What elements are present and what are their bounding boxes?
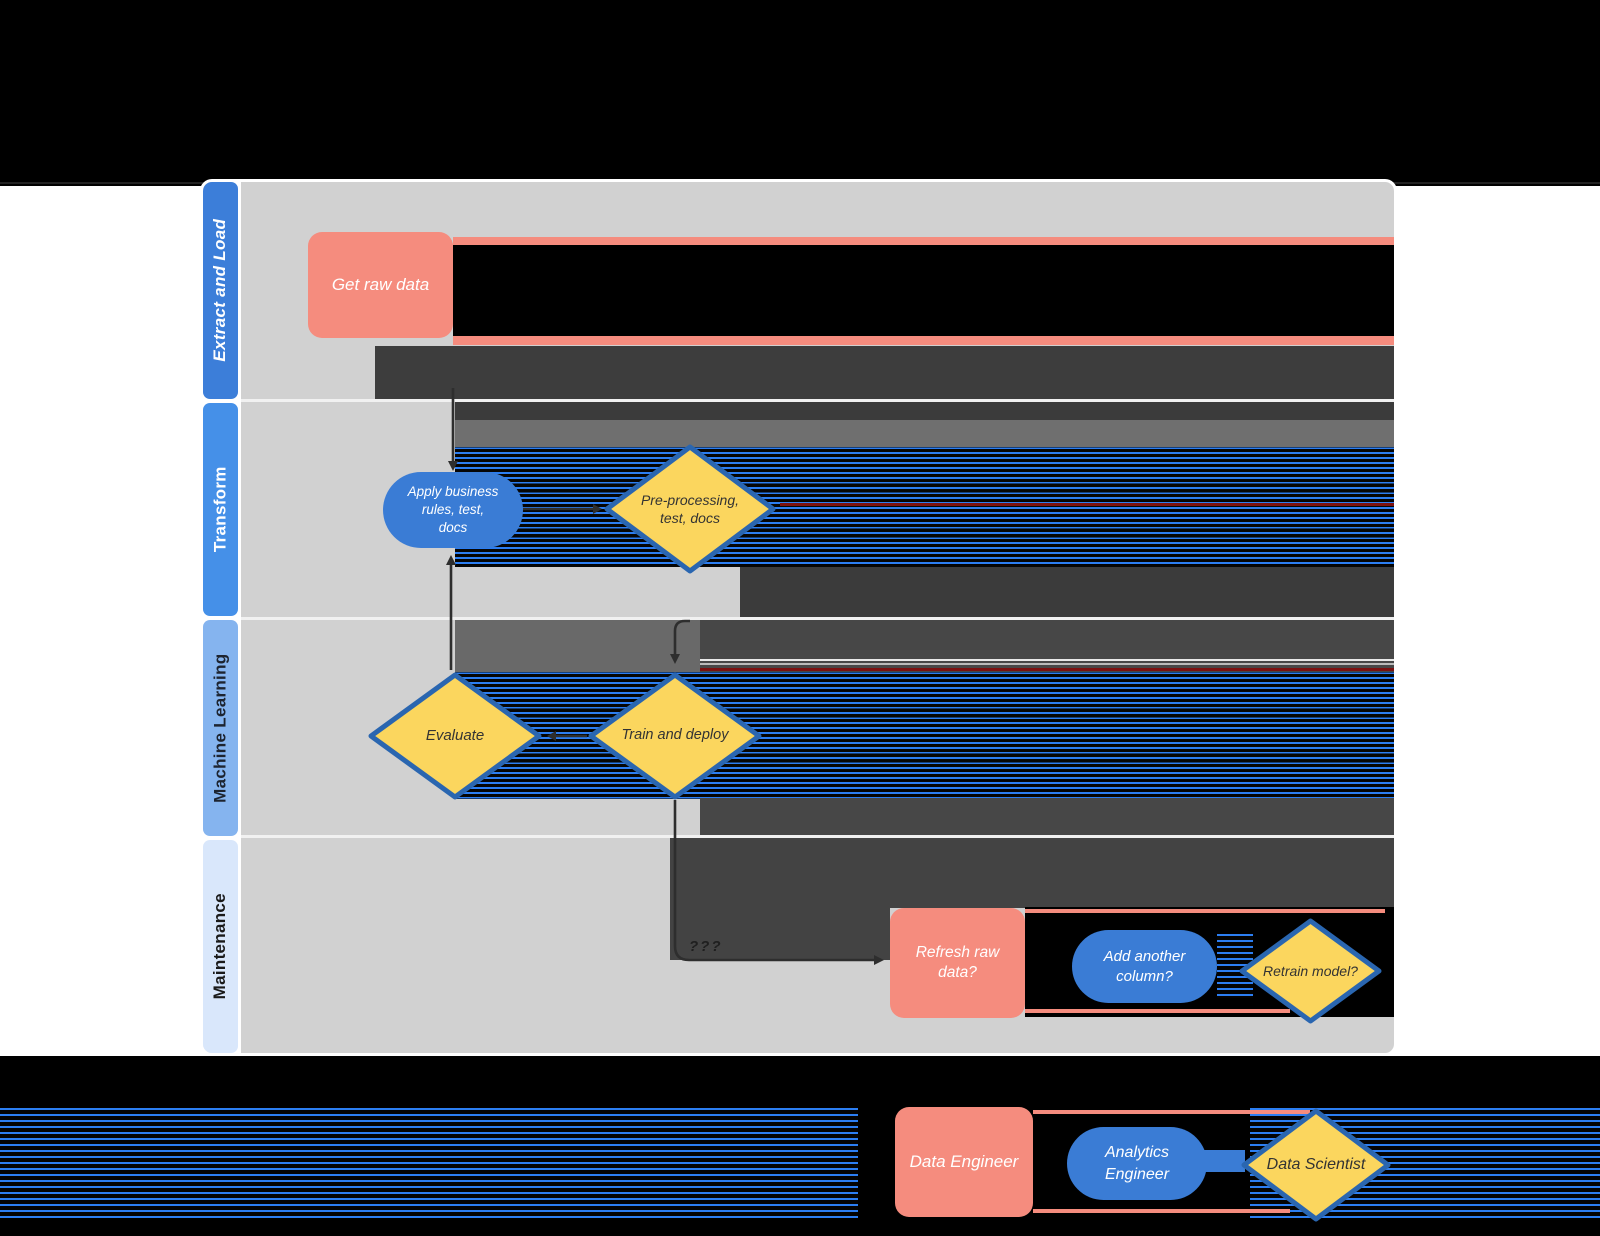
glitch-band xyxy=(455,420,1394,447)
diamond-shape xyxy=(604,444,776,574)
connector-preprocessing-to-train xyxy=(673,619,690,655)
lane-separator xyxy=(241,617,1394,620)
glitch-salmon-line xyxy=(1025,1009,1290,1013)
connector-train-to-refresh xyxy=(673,800,874,962)
glitch-band xyxy=(700,798,1394,836)
node-label: Add another column? xyxy=(1103,947,1186,985)
glitch-band xyxy=(455,402,1394,420)
node-train-and-deploy: Train and deploy xyxy=(587,672,763,800)
diamond-shape xyxy=(368,672,542,800)
connector-question-label: ??? xyxy=(689,938,723,955)
node-apply-business-rules: Apply business rules, test, docs xyxy=(383,472,523,548)
glitch-band xyxy=(455,620,700,672)
node-label: Pre-processing, test, docs xyxy=(640,491,740,526)
glitch-band xyxy=(740,567,1394,618)
glitch-salmon-line xyxy=(1033,1209,1290,1213)
swimlane-diagram: Extract and Load Transform Machine Learn… xyxy=(200,179,1397,1056)
node-retrain-model: Retrain model? xyxy=(1238,918,1383,1024)
node-get-raw-data: Get raw data xyxy=(308,232,453,338)
node-evaluate: Evaluate xyxy=(367,672,543,800)
lane-header-maintenance: Maintenance xyxy=(203,840,238,1053)
node-label: Train and deploy xyxy=(621,727,729,744)
lane-header-machine-learning: Machine Learning xyxy=(203,620,238,836)
glitch-stretched-box xyxy=(453,237,1394,345)
legend-analytics-engineer: Analytics Engineer xyxy=(1067,1127,1207,1200)
glitch-blue-bar xyxy=(1203,1150,1245,1172)
glitch-scanline xyxy=(700,659,1394,661)
node-label: Refresh raw data? xyxy=(915,943,1000,981)
lane-separator xyxy=(241,399,1394,402)
lane-header-transform: Transform xyxy=(203,403,238,616)
diamond-shape xyxy=(1241,1108,1391,1222)
glitch-red-line xyxy=(700,668,1394,671)
node-label: Apply business rules, test, docs xyxy=(407,484,499,535)
node-label: Get raw data xyxy=(331,274,430,294)
glitch-band xyxy=(670,838,1394,908)
glitch-scanline xyxy=(700,663,1394,665)
glitch-salmon-line xyxy=(1025,909,1385,913)
node-add-another-column: Add another column? xyxy=(1072,930,1217,1003)
connector-arrows xyxy=(446,388,884,965)
glitch-band xyxy=(670,908,890,960)
diamond-shape xyxy=(588,672,762,800)
node-pre-processing: Pre-processing, test, docs xyxy=(603,444,777,574)
glitch-salmon-line xyxy=(1033,1110,1310,1114)
legend-label: Data Engineer xyxy=(909,1151,1019,1171)
legend-label: Analytics Engineer xyxy=(1104,1144,1170,1183)
diamond-shape xyxy=(1239,918,1382,1024)
legend-label: Data Scientist xyxy=(1266,1156,1366,1174)
legend-data-engineer: Data Engineer xyxy=(895,1107,1033,1217)
glitch-band xyxy=(375,346,1394,399)
arrowheads xyxy=(446,461,884,965)
lane-header-extract-and-load: Extract and Load xyxy=(203,182,238,399)
legend-data-scientist: Data Scientist xyxy=(1240,1108,1392,1222)
glitch-red-line xyxy=(780,503,1394,506)
node-refresh-raw-data: Refresh raw data? xyxy=(890,908,1025,1018)
node-label: Retrain model? xyxy=(1263,962,1358,979)
node-label: Evaluate xyxy=(425,727,485,745)
lane-separator xyxy=(241,835,1394,838)
